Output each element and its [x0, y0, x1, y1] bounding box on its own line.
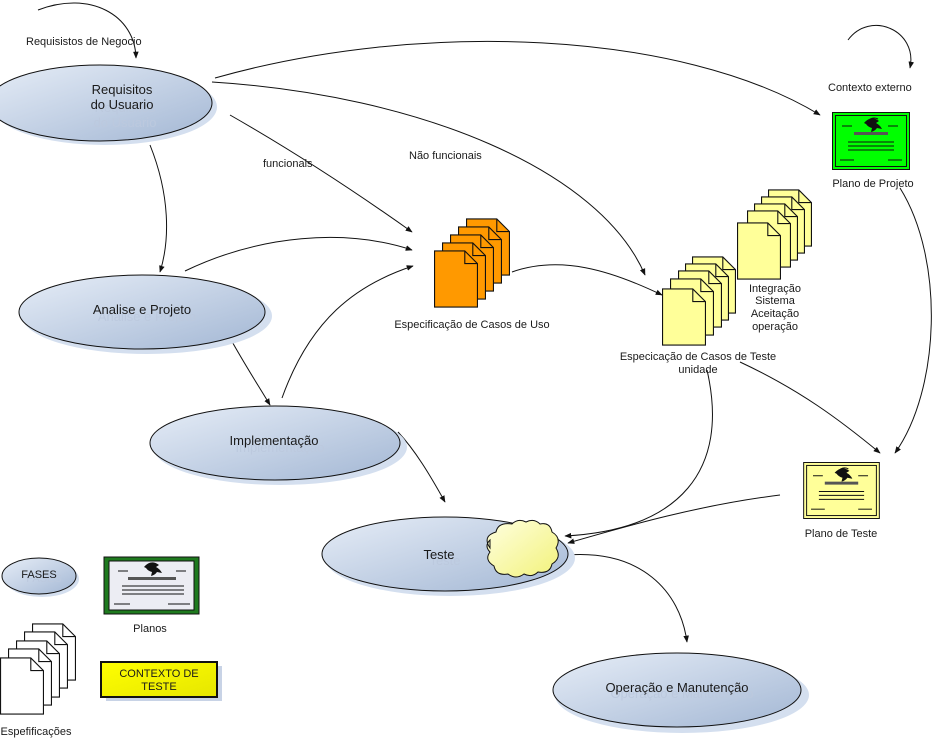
casos-de-uso-label: Especificação de Casos de Uso [394, 319, 549, 331]
artifact-plano-teste[interactable]: Plano de Teste [803, 461, 880, 540]
artifact-niveis-teste[interactable]: Integração Sistema Aceitação operação [736, 189, 813, 333]
legend-fases: FASES FASES [1, 557, 79, 597]
phase-operacao-label: Operação e Manutenção [605, 680, 748, 695]
casos-de-teste-sublabel: unidade [678, 364, 717, 376]
legend-contexto-line1: CONTEXTO DE [119, 668, 198, 680]
legend-planos-emblem-icon [144, 562, 162, 576]
phase-teste[interactable]: Teste Teste [321, 516, 575, 596]
edge-requisitos-to-plano-projeto [214, 40, 821, 116]
phase-requisitos-line1: Requisitos [92, 82, 153, 97]
edge-negocio-to-requisitos [37, 2, 139, 59]
edge-casos-teste-to-teste [564, 369, 713, 539]
phase-requisitos-line2: do Usuario [91, 97, 154, 112]
label-nao-funcionais: Não funcionais [409, 150, 482, 162]
edge-plano-teste-to-teste [567, 494, 781, 544]
nivel-integracao: Integração [749, 283, 801, 295]
phase-requisitos-shadow-line1: Requisitos [95, 100, 156, 115]
plano-projeto-label: Plano de Projeto [832, 178, 913, 190]
legend-planos: Planos [103, 556, 200, 635]
phase-operacao-shadow: Operação e Manutenção [610, 686, 753, 701]
legend-contexto-line2: TESTE [141, 681, 176, 693]
legend-especificacoes-label: Espefificações [1, 726, 72, 738]
nivel-operacao: operação [752, 321, 798, 333]
plano-teste-label: Plano de Teste [805, 528, 878, 540]
artifact-plano-projeto[interactable]: Plano de Projeto [832, 112, 914, 191]
edge-requisitos-to-casos-uso-funcionais [229, 114, 413, 233]
edges [37, 2, 932, 643]
label-funcionais: funcionais [263, 158, 313, 170]
legend-planos-label: Planos [133, 623, 167, 635]
edge-contexto-to-plano-projeto [847, 24, 915, 69]
edge-plano-projeto-to-plano-teste [894, 187, 932, 454]
legend-fases-shadow: FASES [26, 573, 61, 585]
legend-fases-label: FASES [21, 569, 56, 581]
context-cloud-icon [486, 519, 559, 578]
edge-casos-teste-to-plano-teste [739, 361, 881, 454]
edge-analise-to-implementacao [229, 337, 271, 406]
phase-operacao-manutencao[interactable]: Operação e Manutenção Operação e Manuten… [552, 652, 809, 733]
nivel-sistema: Sistema [755, 295, 796, 307]
artifact-casos-de-teste[interactable]: Especicação de Casos de Teste unidade [620, 256, 776, 376]
legend-contexto-teste: CONTEXTO DE TESTE [100, 661, 222, 701]
legend-especificacoes: Espefificações [0, 623, 77, 738]
edge-requisitos-to-casos-teste [211, 81, 646, 276]
phase-implementacao-shadow: Implementação [236, 440, 325, 455]
edge-teste-to-operacao [567, 554, 689, 643]
artifact-casos-de-uso[interactable]: Especificação de Casos de Uso [394, 218, 550, 331]
legend: FASES FASES Planos Espefificações [0, 556, 222, 738]
nivel-aceitacao: Aceitação [751, 308, 799, 320]
label-requisitos-negocio: Requisistos de Negocio [26, 36, 142, 48]
phase-requisitos-shadow-line2: do Usuario [94, 115, 157, 130]
label-contexto-externo: Contexto externo [828, 82, 912, 94]
phase-teste-shadow: Teste [429, 553, 460, 568]
phase-implementacao[interactable]: Implementação Implementação [149, 405, 407, 485]
edge-analise-to-casos-uso [184, 236, 413, 272]
phase-requisitos[interactable]: Requisitos do Usuario Requisitos do Usua… [0, 64, 217, 145]
phase-analise-label: Analise e Projeto [93, 302, 191, 317]
edge-implementacao-to-casos-uso [281, 265, 414, 399]
phase-implementacao-label: Implementação [230, 433, 319, 448]
phase-teste-label: Teste [423, 547, 454, 562]
edge-casos-uso-to-casos-teste [511, 264, 663, 296]
casos-de-teste-label: Especicação de Casos de Teste [620, 351, 776, 363]
edge-requisitos-to-analise [149, 144, 168, 273]
phase-analise-shadow: Analise e Projeto [98, 309, 196, 324]
phase-analise-projeto[interactable]: Analise e Projeto Analise e Projeto [18, 274, 272, 354]
